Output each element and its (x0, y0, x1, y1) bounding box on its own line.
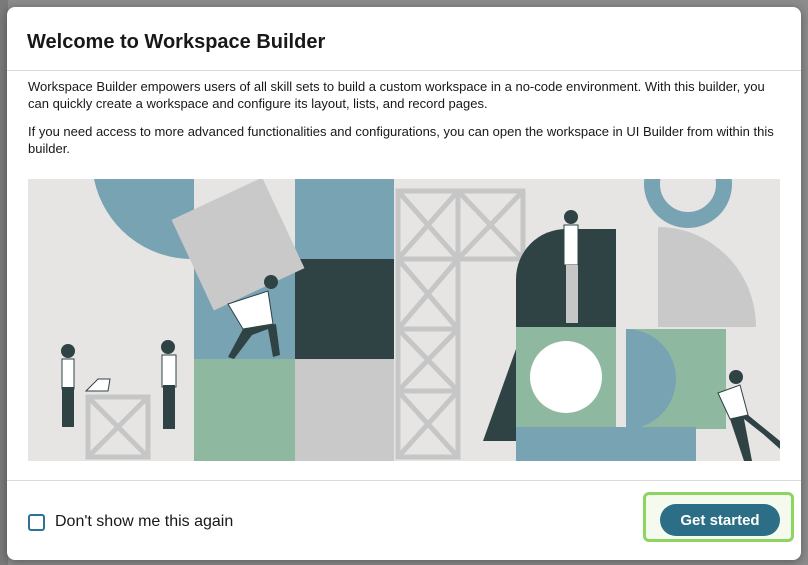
dont-show-again-label: Don't show me this again (55, 513, 234, 530)
welcome-modal: Welcome to Workspace Builder Workspace B… (7, 7, 801, 560)
get-started-button[interactable]: Get started (660, 504, 780, 536)
header-divider (7, 70, 801, 71)
page-backdrop (0, 0, 8, 565)
footer-divider (7, 480, 801, 481)
advanced-info-paragraph: If you need access to more advanced func… (28, 124, 774, 156)
intro-paragraph: Workspace Builder empowers users of all … (28, 79, 765, 111)
dont-show-again-option[interactable]: Don't show me this again (28, 513, 233, 531)
dont-show-again-checkbox[interactable] (28, 513, 45, 531)
modal-title: Welcome to Workspace Builder (27, 31, 326, 53)
people-building-blocks-illustration (28, 179, 780, 461)
